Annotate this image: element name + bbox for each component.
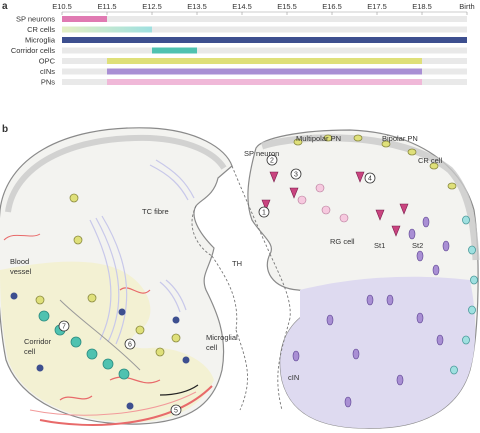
bipolar-pn-label: Bipolar PN — [382, 134, 418, 143]
blood-vessel-label-1: Blood — [10, 257, 29, 266]
row-bar-6 — [107, 79, 422, 85]
step-circle-7 — [58, 320, 70, 332]
corridor-cell-label-2: cell — [24, 347, 36, 356]
th-label: TH — [232, 259, 242, 268]
row-label-5: cINs — [40, 67, 55, 76]
tick-label-9: Birth — [459, 2, 474, 11]
row-label-2: Microglia — [25, 36, 56, 45]
step-number-7: 7 — [62, 324, 66, 331]
row-label-0: SP neurons — [16, 15, 55, 24]
st2-label: St2 — [412, 241, 423, 250]
step-number-6: 6 — [128, 342, 132, 349]
microglial-cell-label-1: Microglial — [206, 333, 238, 342]
thalamus-outline — [191, 165, 291, 411]
tick-label-8: E18.5 — [412, 2, 432, 11]
cin-label: cIN — [288, 373, 299, 382]
projection-neurons — [261, 171, 409, 237]
step-number-2: 2 — [270, 158, 274, 165]
blood-vessel-label-2: vessel — [10, 267, 32, 276]
step-circle-3 — [290, 168, 302, 180]
tick-label-0: E10.5 — [52, 2, 72, 11]
tc-fibre-label: TC fibre — [142, 207, 169, 216]
step-circle-2 — [266, 154, 278, 166]
row-label-1: CR cells — [27, 25, 55, 34]
tick-label-2: E12.5 — [142, 2, 162, 11]
row-bar-0 — [62, 16, 107, 22]
row-bar-3 — [152, 47, 197, 54]
row-bar-1 — [62, 26, 152, 33]
step-circle-6 — [124, 338, 136, 350]
row-bar-5 — [107, 68, 422, 75]
immature-pns — [297, 183, 349, 223]
step-circle-5 — [170, 404, 182, 416]
rg-cell-label: RG cell — [330, 237, 355, 246]
step-number-3: 3 — [294, 172, 298, 179]
tick-label-7: E17.5 — [367, 2, 387, 11]
step-number-1: 1 — [262, 210, 266, 217]
cr-cells — [293, 134, 457, 190]
step-markers: 1 2 3 4 5 6 7 — [58, 154, 376, 416]
st1-label: St1 — [374, 241, 385, 250]
timeline-chart: E10.5 E11.5 E12.5 E13.5 E14.5 E15.5 E16.5 E17.5… — [11, 2, 475, 87]
panel-b-letter: b — [2, 124, 8, 135]
cr-cells-teal — [450, 215, 478, 375]
row-track-1 — [62, 26, 467, 33]
multipolar-pn-label: Multipolar PN — [296, 134, 341, 143]
interneurons — [292, 216, 450, 408]
microglial-cell-label-2: cell — [206, 343, 218, 352]
panel-b-labels: TC fibre Blood vessel Corridor cell Micr… — [10, 134, 443, 382]
row-track-0 — [62, 16, 467, 22]
tick-label-4: E14.5 — [232, 2, 252, 11]
tick-label-5: E15.5 — [277, 2, 297, 11]
panel-a-letter: a — [2, 1, 8, 12]
row-bar-4 — [107, 58, 422, 64]
row-label-6: PNs — [41, 78, 55, 87]
tick-label-3: E13.5 — [187, 2, 207, 11]
step-number-5: 5 — [174, 408, 178, 415]
sp-neuron-label: SP neuron — [244, 149, 279, 158]
row-label-3: Corridor cells — [11, 46, 55, 55]
right-hemisphere — [247, 129, 480, 429]
tick-label-1: E11.5 — [97, 2, 116, 11]
step-circle-4 — [364, 172, 376, 184]
left-hemisphere — [0, 127, 233, 426]
cr-cell-label: CR cell — [418, 156, 443, 165]
microglia-cells — [10, 292, 190, 410]
row-bar-2 — [62, 37, 467, 43]
tick-label-6: E16.5 — [322, 2, 342, 11]
corridor-cell-label-1: Corridor — [24, 337, 52, 346]
step-number-4: 4 — [368, 176, 372, 183]
step-circle-1 — [258, 206, 270, 218]
row-label-4: OPC — [39, 57, 56, 66]
row-track-3 — [62, 47, 467, 54]
opc-cells-left — [35, 193, 181, 357]
